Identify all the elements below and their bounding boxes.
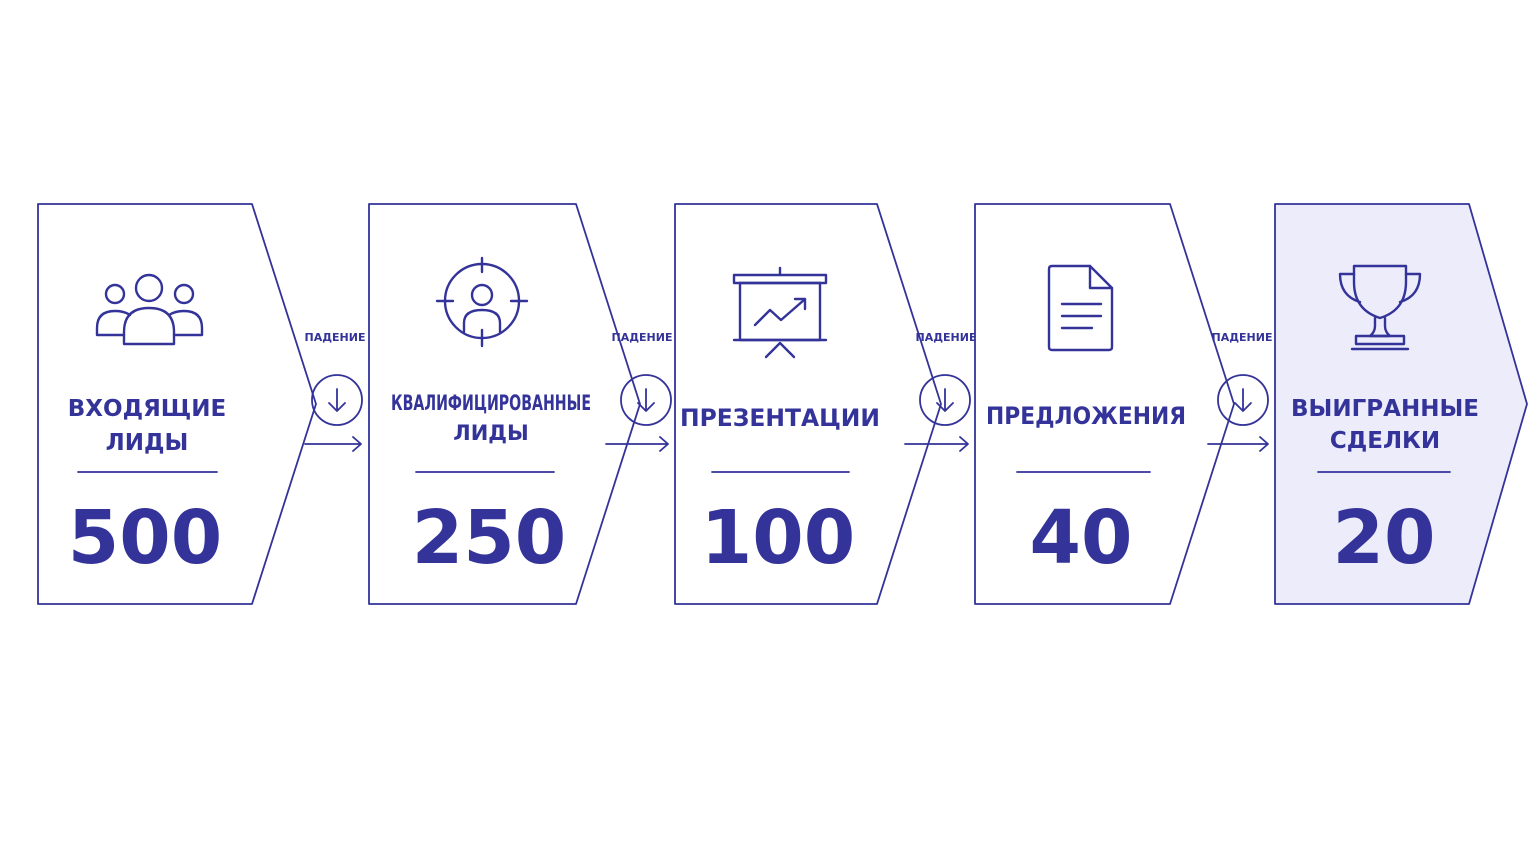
stage-title-line-2: ЛИДЫ (106, 430, 189, 456)
arrow-right-icon (1207, 436, 1269, 452)
stage-proposals: ПРЕДЛОЖЕНИЯ 40 (974, 203, 1235, 605)
stage-title: КВАЛИФИЦИРОВАННЫЕ (391, 391, 591, 415)
stage-value: 20 (1333, 495, 1436, 581)
stage-incoming-leads: ВХОДЯЩИЕ ЛИДЫ 500 (37, 203, 317, 605)
arrow-down-circle-icon (919, 374, 971, 426)
drop-label: ПАДЕНИЕ (916, 331, 977, 344)
stage-shape (1274, 203, 1528, 605)
stage-value: 40 (1030, 495, 1133, 581)
arrow-right-icon (304, 436, 362, 452)
stage-title: ВЫИГРАННЫЕ (1291, 396, 1479, 422)
stage-shape (37, 203, 317, 605)
stage-qualified-leads: КВАЛИФИЦИРОВАННЫЕ ЛИДЫ 250 (368, 203, 641, 605)
stage-presentations: ПРЕЗЕНТАЦИИ 100 (674, 203, 942, 605)
stage-title-line-2: ЛИДЫ (453, 421, 528, 445)
arrow-down-circle-icon (1217, 374, 1269, 426)
stage-title: ПРЕЗЕНТАЦИИ (680, 404, 880, 432)
document-icon (1047, 264, 1114, 352)
stage-title: ПРЕДЛОЖЕНИЯ (986, 402, 1186, 430)
drop-indicator: ПАДЕНИЕ (605, 331, 673, 452)
stage-value: 500 (68, 495, 222, 581)
stage-shape (974, 203, 1235, 605)
drop-label: ПАДЕНИЕ (612, 331, 673, 344)
arrow-right-icon (605, 436, 669, 452)
stage-value: 100 (701, 495, 855, 581)
stage-won-deals: ВЫИГРАННЫЕ СДЕЛКИ 20 (1274, 203, 1528, 605)
drop-label: ПАДЕНИЕ (1212, 331, 1273, 344)
stage-shape (368, 203, 641, 605)
drop-indicator: ПАДЕНИЕ (304, 331, 366, 452)
arrow-right-icon (904, 436, 969, 452)
drop-indicator: ПАДЕНИЕ (904, 331, 977, 452)
target-person-icon (435, 256, 529, 348)
arrow-down-circle-icon (311, 374, 363, 426)
trophy-icon (1338, 264, 1422, 351)
drop-label: ПАДЕНИЕ (305, 331, 366, 344)
presentation-chart-icon (732, 266, 828, 359)
stage-value: 250 (412, 495, 566, 581)
people-group-icon (95, 273, 204, 346)
arrow-down-circle-icon (620, 374, 672, 426)
stage-title: ВХОДЯЩИЕ (68, 396, 226, 422)
stage-title-line-2: СДЕЛКИ (1330, 428, 1440, 454)
stage-shape (674, 203, 942, 605)
drop-indicator: ПАДЕНИЕ (1207, 331, 1273, 452)
